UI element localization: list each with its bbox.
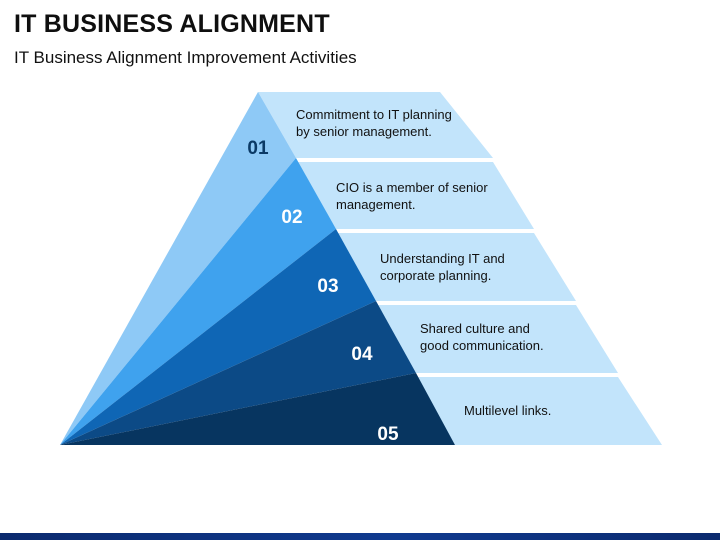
step-1-wedge bbox=[60, 92, 296, 445]
step-4-wedge bbox=[60, 301, 416, 445]
step-3-panel bbox=[336, 233, 576, 301]
step-5-wedge bbox=[60, 373, 455, 445]
step-4-panel bbox=[376, 305, 618, 373]
step-4-number: 04 bbox=[351, 344, 373, 365]
step-5-number: 05 bbox=[377, 424, 399, 445]
step-1-number: 01 bbox=[247, 138, 269, 159]
step-1-text-line1: Commitment to IT planning bbox=[296, 107, 452, 122]
step-3-text-line1: Understanding IT and bbox=[380, 251, 505, 266]
step-4-text-line2: good communication. bbox=[420, 338, 544, 353]
step-1-panel bbox=[258, 92, 493, 158]
step-2-number: 02 bbox=[281, 207, 302, 228]
page-subtitle: IT Business Alignment Improvement Activi… bbox=[14, 48, 357, 67]
footer-bar bbox=[0, 533, 720, 540]
step-3-wedge bbox=[60, 229, 376, 445]
step-1-text-line2: by senior management. bbox=[296, 124, 432, 139]
step-5-panel bbox=[416, 377, 662, 445]
step-2-panel bbox=[296, 162, 534, 229]
step-4-text-line1: Shared culture and bbox=[420, 321, 530, 336]
page-title: IT BUSINESS ALIGNMENT bbox=[14, 10, 330, 38]
step-5-text-line1: Multilevel links. bbox=[464, 403, 551, 418]
step-2-wedge bbox=[60, 158, 336, 445]
step-3-number: 03 bbox=[317, 276, 338, 297]
step-2-text-line2: management. bbox=[336, 197, 416, 212]
step-3-text-line2: corporate planning. bbox=[380, 268, 491, 283]
step-2-text-line1: CIO is a member of senior bbox=[336, 180, 488, 195]
